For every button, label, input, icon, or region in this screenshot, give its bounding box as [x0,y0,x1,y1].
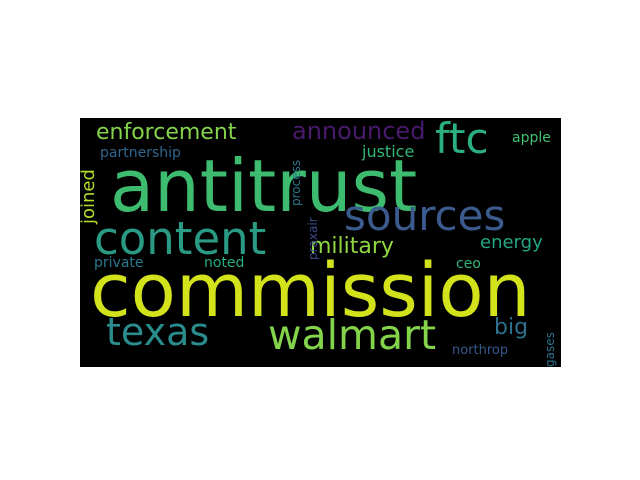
word-ceo: ceo [456,256,481,272]
word-energy: energy [480,232,543,253]
word-noted: noted [204,255,245,271]
word-big: big [494,315,529,340]
word-apple: apple [512,130,551,146]
word-announced: announced [292,118,426,145]
word-antitrust: antitrust [110,144,418,228]
word-enforcement: enforcement [96,120,237,145]
word-ftc: ftc [435,118,489,163]
word-cloud: antitrust commission sources content wal… [80,118,561,367]
word-partnership: partnership [100,145,181,161]
word-northrop: northrop [452,343,509,358]
word-justice: justice [362,142,415,161]
word-texas: texas [106,310,210,354]
word-gases: gases [543,332,557,367]
word-sources: sources [344,191,506,240]
word-joined: joined [80,169,99,224]
word-content: content [94,212,267,265]
word-military: military [310,234,394,259]
word-praxair: praxair [306,217,320,260]
word-process: process [289,159,303,206]
word-walmart: walmart [268,311,437,359]
word-commission: commission [90,248,531,334]
word-private: private [94,255,144,271]
